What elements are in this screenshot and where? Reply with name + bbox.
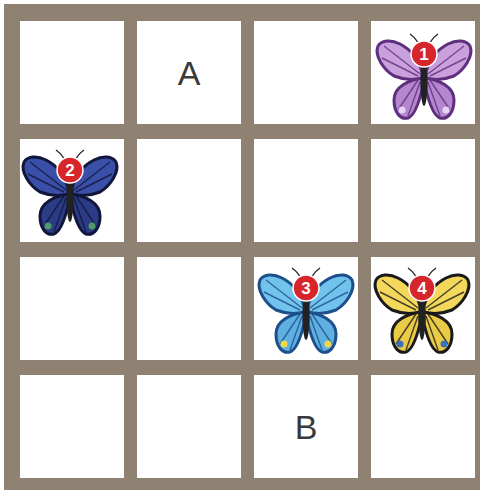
- grid-cell: [254, 21, 358, 124]
- callout-number: 4: [417, 280, 426, 297]
- number-badge: [409, 275, 435, 301]
- grid-cells: [20, 21, 475, 478]
- butterfly: [375, 268, 469, 352]
- butterflies: [23, 34, 471, 352]
- grid-cell: [371, 257, 475, 360]
- butterfly: [23, 150, 117, 234]
- grid-cell: [20, 21, 124, 124]
- number-badge: [411, 41, 437, 67]
- grid-cell: [20, 139, 124, 242]
- grid-cell: [137, 139, 241, 242]
- grid-cell: [137, 21, 241, 124]
- butterfly: [259, 268, 353, 352]
- butterfly: [377, 34, 471, 118]
- grid-cell: [371, 375, 475, 478]
- callout-number: 2: [65, 162, 74, 179]
- grid-letter-cell: A: [137, 21, 241, 124]
- cell-letter: B: [295, 410, 318, 444]
- grid-cell: [20, 375, 124, 478]
- callout-number: 1: [419, 46, 428, 63]
- grid-frame: [4, 4, 480, 490]
- number-badge: [293, 275, 319, 301]
- grid-cell: [254, 375, 358, 478]
- grid-cell: [254, 257, 358, 360]
- grid-cell: [20, 257, 124, 360]
- grid-cell: [254, 139, 358, 242]
- cell-letter: A: [178, 56, 201, 90]
- grid-letter-cell: B: [254, 375, 358, 478]
- grid-cell: [371, 21, 475, 124]
- callout-number: 3: [301, 280, 310, 297]
- number-badge: [57, 157, 83, 183]
- grid-cell: [137, 375, 241, 478]
- grid-cell: [137, 257, 241, 360]
- grid-cell: [371, 139, 475, 242]
